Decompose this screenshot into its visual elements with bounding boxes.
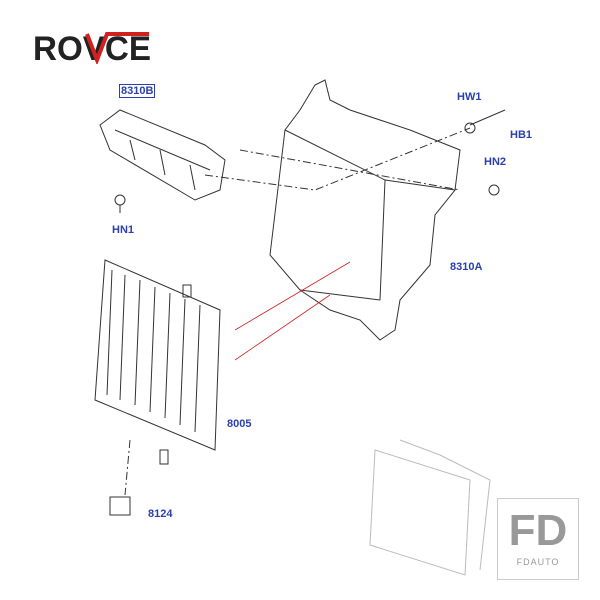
callout-8310a: 8310A — [450, 261, 483, 273]
callout-hw1: HW1 — [457, 91, 482, 103]
callout-8005: 8005 — [227, 418, 252, 430]
brand-logo: ROVCE — [33, 30, 153, 69]
shroud-8310a — [269, 79, 461, 341]
fdauto-watermark: FD FDAUTO — [497, 498, 579, 580]
callout-8124: 8124 — [148, 508, 173, 520]
callout-8310b: 8310B — [119, 84, 156, 98]
bumper-8124 — [109, 496, 131, 516]
callout-hn2: HN2 — [484, 156, 507, 168]
callout-hn1: HN1 — [112, 224, 135, 236]
radiator-8005 — [94, 259, 221, 451]
callout-hb1: HB1 — [510, 129, 533, 141]
watermark-small: FDAUTO — [516, 557, 560, 567]
bracket-8310b — [99, 109, 226, 201]
watermark-big: FD — [508, 506, 568, 555]
